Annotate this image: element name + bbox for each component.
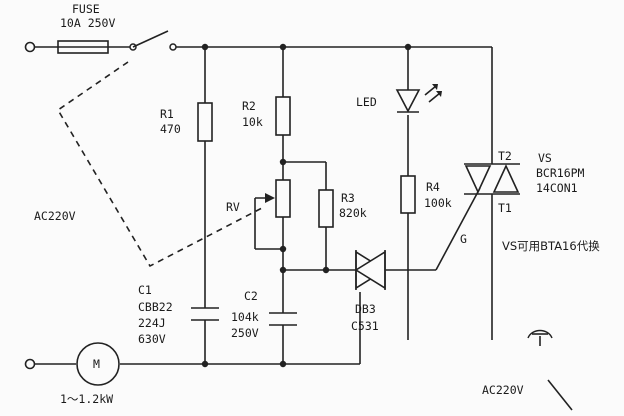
supply-bottom-label: AC220V xyxy=(482,383,524,397)
r2-ref: R2 xyxy=(242,99,256,113)
fuse-rating: 10A 250V xyxy=(60,16,115,30)
rv-wiper-arrow xyxy=(255,193,275,203)
db3-ref: DB3 xyxy=(355,302,376,316)
motor-power: 1～1.2kW xyxy=(60,392,113,406)
r1-ref: R1 xyxy=(160,107,174,121)
r3-ref: R3 xyxy=(341,191,355,205)
resistor-r3 xyxy=(318,189,334,228)
triac-t1: T1 xyxy=(498,201,512,215)
c1-ref: C1 xyxy=(138,283,152,297)
capacitor-c2 xyxy=(269,312,297,326)
terminal-bottom-left xyxy=(24,358,36,370)
junction-dots xyxy=(201,43,412,368)
r4-ref: R4 xyxy=(426,180,440,194)
c1-value: 224J xyxy=(138,316,166,330)
triac-gate: G xyxy=(460,232,467,246)
resistor-r4 xyxy=(400,175,416,214)
vs-substitution-note: VS可用BTA16代换 xyxy=(502,239,600,253)
switch xyxy=(129,30,177,51)
diac-db3 xyxy=(354,250,387,290)
c1-voltage: 630V xyxy=(138,332,166,346)
triac-vs xyxy=(464,163,520,195)
vs-part: BCR16PM xyxy=(536,166,585,180)
triac-t2: T2 xyxy=(498,149,512,163)
r3-value: 820k xyxy=(339,206,367,220)
r2-value: 10k xyxy=(242,115,263,129)
wires xyxy=(35,46,573,411)
r1-value: 470 xyxy=(160,122,181,136)
terminal-top-left xyxy=(24,41,36,53)
capacitor-c1 xyxy=(191,307,219,321)
fuse-name: FUSE xyxy=(72,2,100,16)
r4-value: 100k xyxy=(424,196,452,210)
led-ref: LED xyxy=(356,95,377,109)
motor xyxy=(76,342,120,386)
resistor-r2 xyxy=(275,96,291,136)
mechanical-link xyxy=(56,61,263,268)
c2-voltage: 250V xyxy=(231,326,259,340)
rv-ref: RV xyxy=(226,200,240,214)
c2-ref: C2 xyxy=(244,289,258,303)
led xyxy=(395,84,442,113)
db3-part: C531 xyxy=(351,319,379,333)
c1-type: CBB22 xyxy=(138,300,173,314)
vs-code: 14CON1 xyxy=(536,181,578,195)
resistor-r1 xyxy=(197,102,213,142)
supply-left-label: AC220V xyxy=(34,209,76,223)
potentiometer-rv xyxy=(275,179,291,218)
motor-symbol: M xyxy=(93,357,100,371)
plug-symbol xyxy=(527,329,553,339)
vs-ref: VS xyxy=(538,151,552,165)
c2-value: 104k xyxy=(231,310,259,324)
